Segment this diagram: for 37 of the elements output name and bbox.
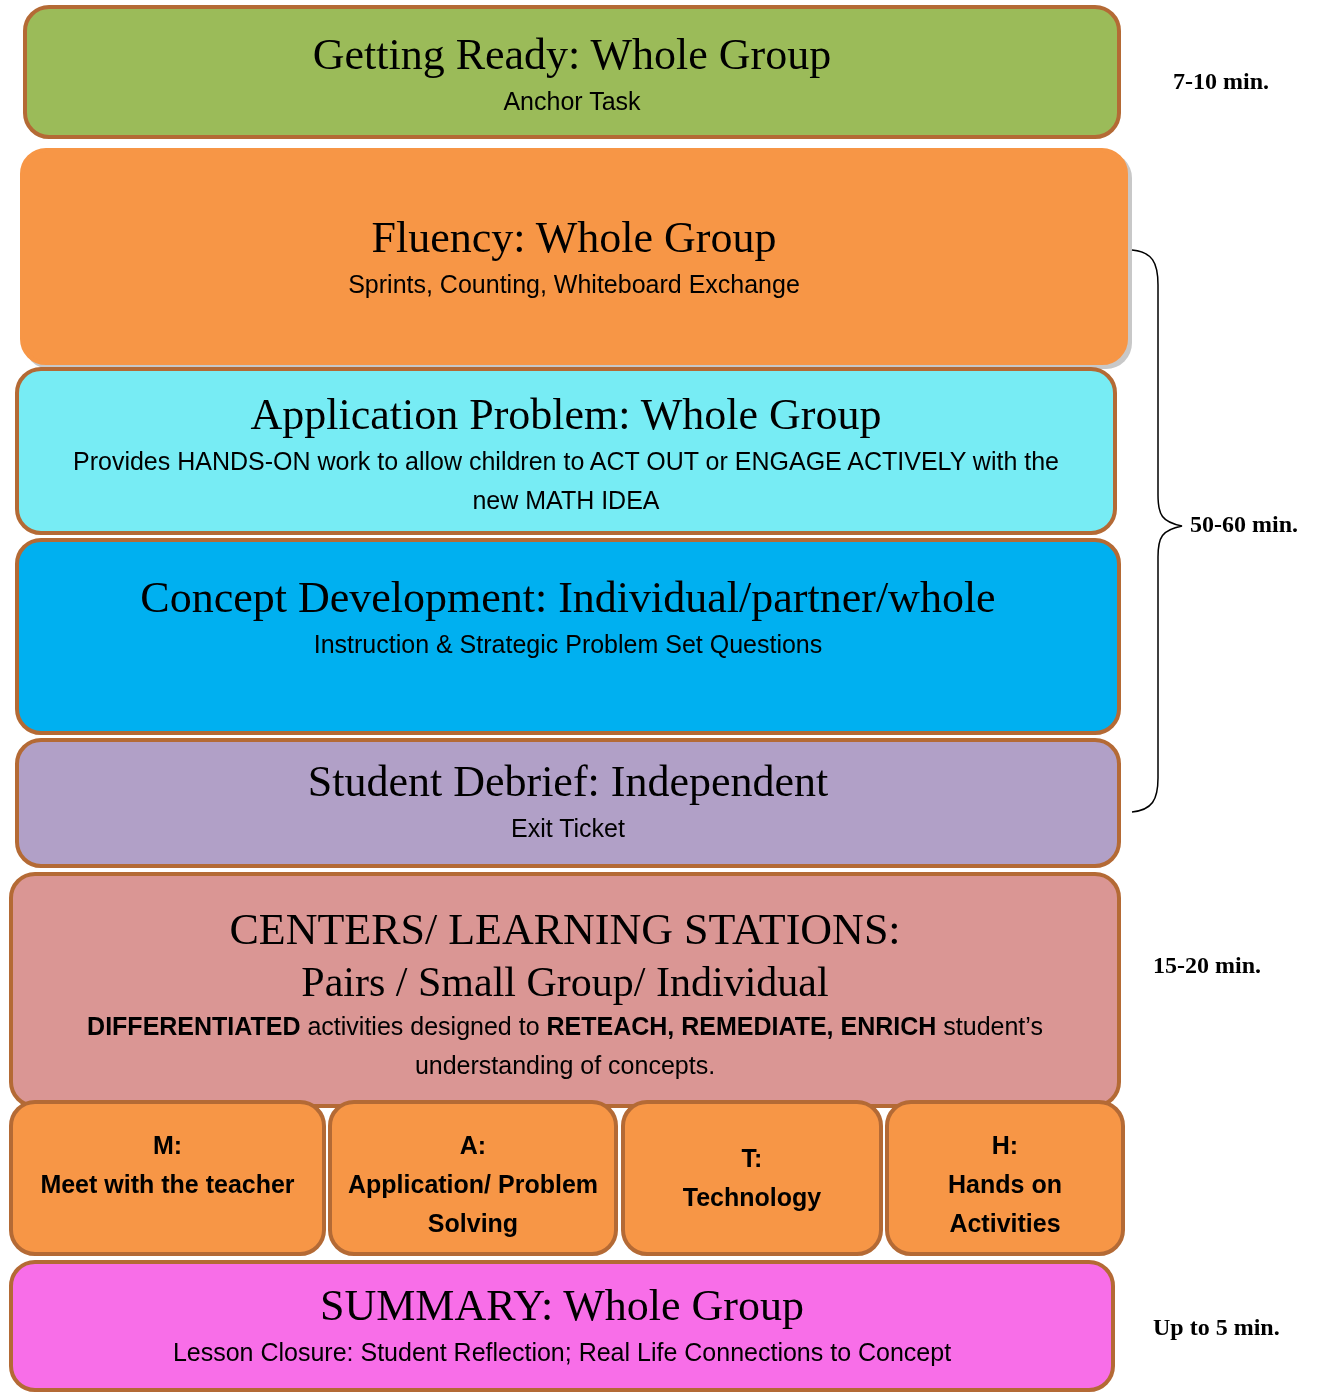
phase-title: Application Problem: Whole Group [249, 389, 883, 441]
station-name: Hands on Activities [947, 1168, 1063, 1239]
duration-label: 50-60 min. [1190, 511, 1298, 538]
station-name: Meet with the teacher [39, 1168, 296, 1200]
lesson-phase-box [15, 538, 1121, 735]
phase-description: Anchor Task [502, 85, 642, 117]
phase-title: Student Debrief: Independent [306, 756, 830, 808]
lesson-phase-box [9, 1260, 1115, 1392]
phase-description: Sprints, Counting, Whiteboard Exchange [347, 268, 801, 300]
phase-description: Provides HANDS-ON work to allow children to ACT OUT or ENGAGE ACTIVELY with the new MATH IDEA [72, 445, 1060, 516]
phase-title: Concept Development: Individual/partner/whole [139, 572, 997, 624]
phase-description: DIFFERENTIATED activities designed to RETEACH, REMEDIATE, ENRICH student’s understanding of concepts. [86, 1011, 1044, 1081]
station-box [621, 1100, 883, 1256]
station-name: Application/ Problem Solving [347, 1168, 599, 1239]
station-box [885, 1100, 1125, 1256]
phase-description: Lesson Closure: Student Reflection; Real Life Connections to Concept [171, 1336, 953, 1368]
lesson-phase-box [23, 5, 1121, 139]
phase-title: CENTERS/ LEARNING STATIONS: [228, 904, 902, 956]
duration-label: 7-10 min. [1173, 68, 1269, 95]
lesson-phase-box [15, 367, 1117, 535]
duration-label: 15-20 min. [1153, 952, 1261, 979]
phase-description: Exit Ticket [510, 812, 626, 844]
phase-title: Fluency: Whole Group [370, 212, 778, 264]
phase-subtitle: Pairs / Small Group/ Individual [300, 957, 830, 1007]
phase-title: Getting Ready: Whole Group [311, 29, 833, 81]
duration-label: Up to 5 min. [1153, 1314, 1280, 1341]
station-letter: T: [740, 1143, 764, 1175]
lesson-phase-box [9, 872, 1121, 1108]
station-letter: M: [151, 1130, 184, 1161]
station-letter: A: [458, 1130, 488, 1161]
station-box [9, 1100, 326, 1256]
phase-description: Instruction & Strategic Problem Set Questions [312, 628, 824, 660]
station-box [328, 1100, 618, 1256]
station-letter: H: [990, 1130, 1020, 1161]
station-name: Technology [681, 1182, 823, 1213]
phase-title: SUMMARY: Whole Group [318, 1280, 806, 1332]
lesson-phase-box [15, 738, 1121, 868]
